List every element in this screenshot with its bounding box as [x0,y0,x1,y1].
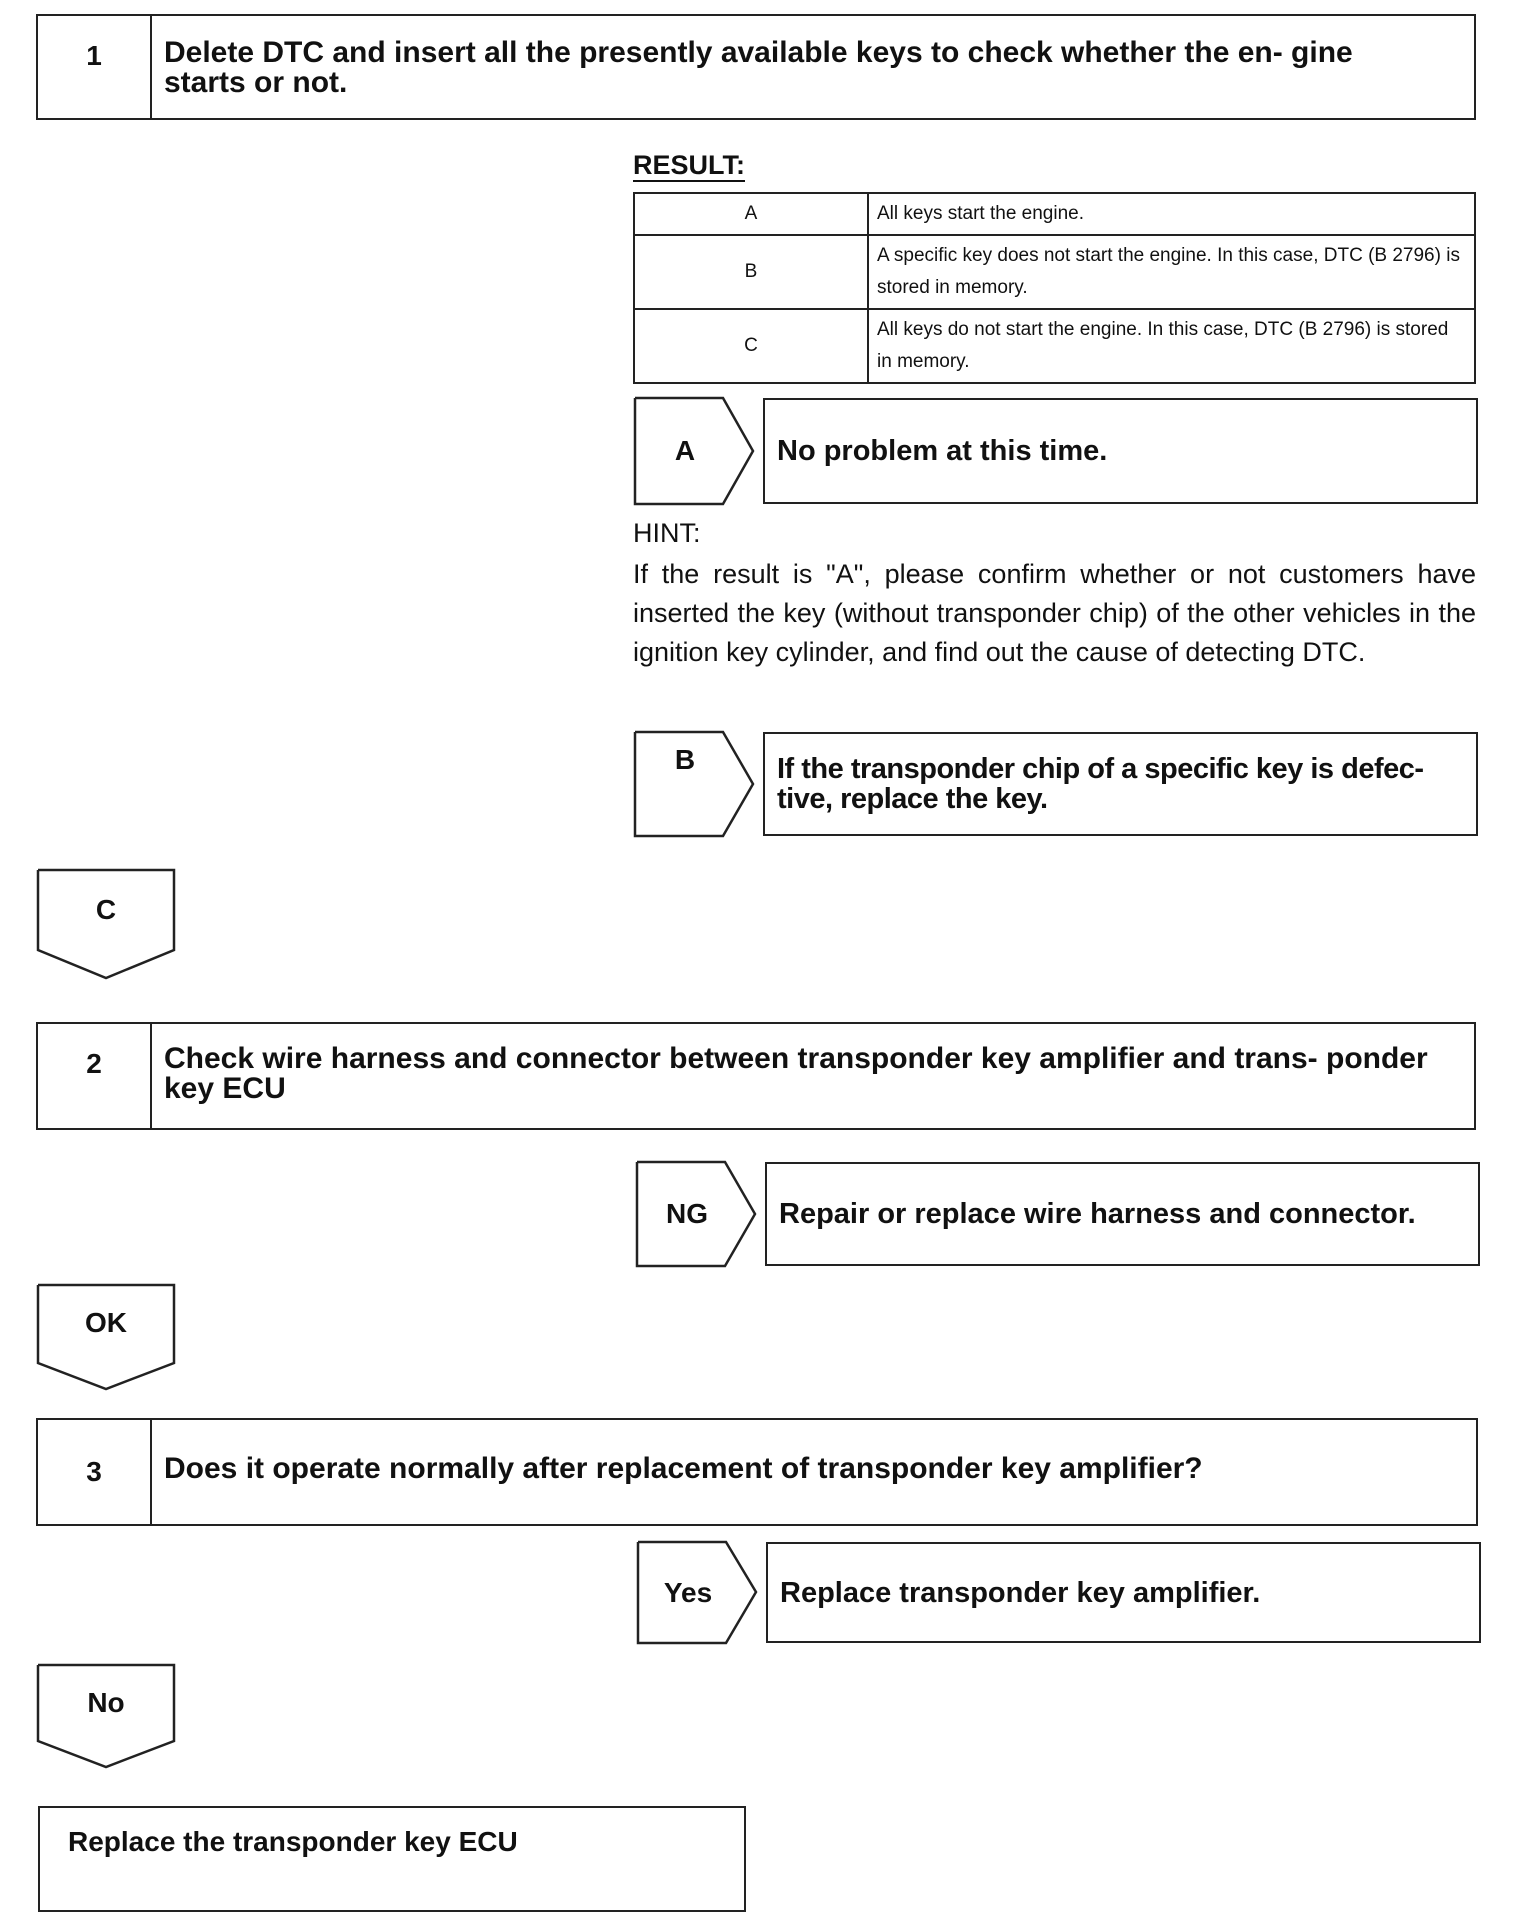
step-1-box: 1 Delete DTC and insert all the presentl… [36,14,1476,120]
continue-tag-no: No [36,1663,176,1769]
step-number: 2 [38,1024,152,1128]
continue-tag-c: C [36,868,176,980]
branch-ng: NG Repair or replace wire harness and co… [635,1160,1480,1268]
result-description: A specific key does not start the engine… [867,234,1476,310]
table-row: C All keys do not start the engine. In t… [633,308,1476,384]
result-code: A [633,192,869,236]
step-title: Does it operate normally after replaceme… [164,1452,1203,1485]
tag-label: OK [85,1307,127,1338]
branch-label: NG [666,1198,708,1229]
branch-yes: Yes Replace transponder key amplifier. [636,1540,1481,1645]
down-arrow-shape [36,1663,176,1769]
branch-result-text: No problem at this time. [763,398,1478,504]
branch-result-text: If the transponder chip of a specific ke… [763,732,1478,836]
result-table: A All keys start the engine. B A specifi… [633,192,1476,384]
hint-body: If the result is "A", please confirm whe… [633,559,1476,667]
branch-result-text: Replace transponder key amplifier. [766,1542,1481,1643]
down-arrow-shape [36,1283,176,1391]
result-description: All keys do not start the engine. In thi… [867,308,1476,384]
continue-tag-ok: OK [36,1283,176,1391]
branch-arrow-shape [633,730,755,838]
result-description: All keys start the engine. [867,192,1476,236]
step-number: 3 [38,1420,152,1524]
branch-a: A No problem at this time. [633,396,1478,506]
final-action-box: Replace the transponder key ECU [38,1806,746,1912]
table-row: B A specific key does not start the engi… [633,234,1476,310]
branch-label: A [674,435,696,466]
step-title: Check wire harness and connector between… [164,1042,1428,1105]
step-3-box: 3 Does it operate normally after replace… [36,1418,1478,1526]
result-code: B [633,234,869,310]
branch-result-text: Repair or replace wire harness and conne… [765,1162,1480,1266]
table-row: A All keys start the engine. [633,192,1476,236]
result-title: RESULT: [633,150,745,180]
step-title: Delete DTC and insert all the presently … [164,36,1353,99]
branch-label: Yes [663,1576,713,1608]
hint-title: HINT: [633,518,701,548]
step-number: 1 [38,16,152,118]
result-code: C [633,308,869,384]
branch-arrow-shape [635,1160,757,1268]
tag-label: C [95,894,117,925]
branch-label: B [674,744,696,775]
branch-b: B If the transponder chip of a specific … [633,730,1478,838]
branch-arrow-shape [636,1540,758,1645]
step-2-box: 2 Check wire harness and connector betwe… [36,1022,1476,1130]
branch-arrow-shape [633,396,755,506]
tag-label: No [87,1687,125,1718]
down-arrow-shape [36,868,176,980]
